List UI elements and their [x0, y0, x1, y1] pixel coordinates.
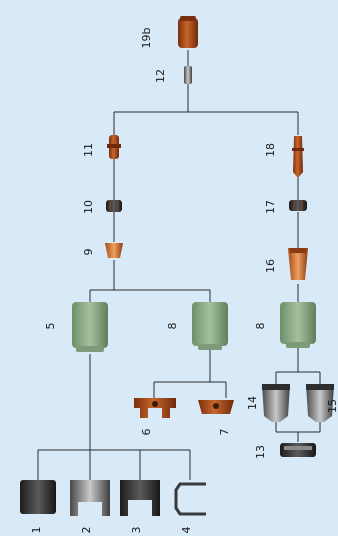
- part-12-insulator: [184, 66, 192, 84]
- part-18-electrode: [292, 136, 304, 178]
- label-8-b: 8: [254, 323, 267, 330]
- label-1: 1: [30, 527, 43, 534]
- label-11: 11: [82, 143, 95, 157]
- label-13: 13: [254, 445, 267, 459]
- label-18: 18: [264, 143, 277, 157]
- part-7-shield: [198, 400, 234, 414]
- label-2: 2: [80, 527, 93, 534]
- label-16: 16: [264, 259, 277, 273]
- label-15: 15: [326, 399, 338, 413]
- label-3: 3: [130, 527, 143, 534]
- part-13-retaining-ring: [280, 443, 316, 457]
- label-5: 5: [44, 323, 57, 330]
- part-11-electrode: [107, 135, 121, 159]
- part-19b-retaining-cap: [178, 16, 198, 48]
- label-9: 9: [82, 249, 95, 256]
- part-1-nozzle-sleeve: [20, 480, 56, 514]
- label-6: 6: [140, 429, 153, 436]
- part-9-tip: [105, 243, 123, 258]
- part-4-spacer-clip: [174, 482, 206, 516]
- label-4: 4: [180, 527, 193, 534]
- part-6-drag-shield: [134, 398, 176, 418]
- label-10: 10: [82, 200, 95, 214]
- label-17: 17: [264, 200, 277, 214]
- label-19b: 19b: [140, 27, 153, 48]
- label-14: 14: [246, 396, 259, 410]
- label-8-a: 8: [166, 323, 179, 330]
- label-12: 12: [154, 69, 167, 83]
- part-15-shield-cup: [306, 384, 334, 422]
- part-5-ceramic-cup: [72, 302, 108, 352]
- part-10-swirl-ring: [106, 200, 122, 212]
- part-8-ceramic-cup-b: [280, 302, 316, 348]
- part-2-notched-sleeve: [70, 480, 110, 516]
- part-8-ceramic-cup-a: [192, 302, 228, 350]
- connector-lines: [37, 50, 321, 480]
- part-14-shield-cup: [262, 384, 290, 422]
- part-16-tip: [288, 248, 308, 280]
- label-7: 7: [218, 429, 231, 436]
- part-17-swirl-ring: [289, 200, 307, 211]
- part-3-slotted-sleeve: [120, 480, 160, 516]
